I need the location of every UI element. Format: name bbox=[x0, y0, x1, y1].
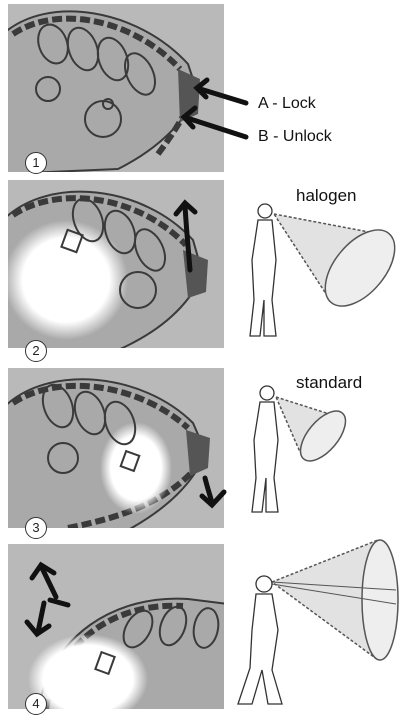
step-number-4: 4 bbox=[25, 693, 47, 715]
